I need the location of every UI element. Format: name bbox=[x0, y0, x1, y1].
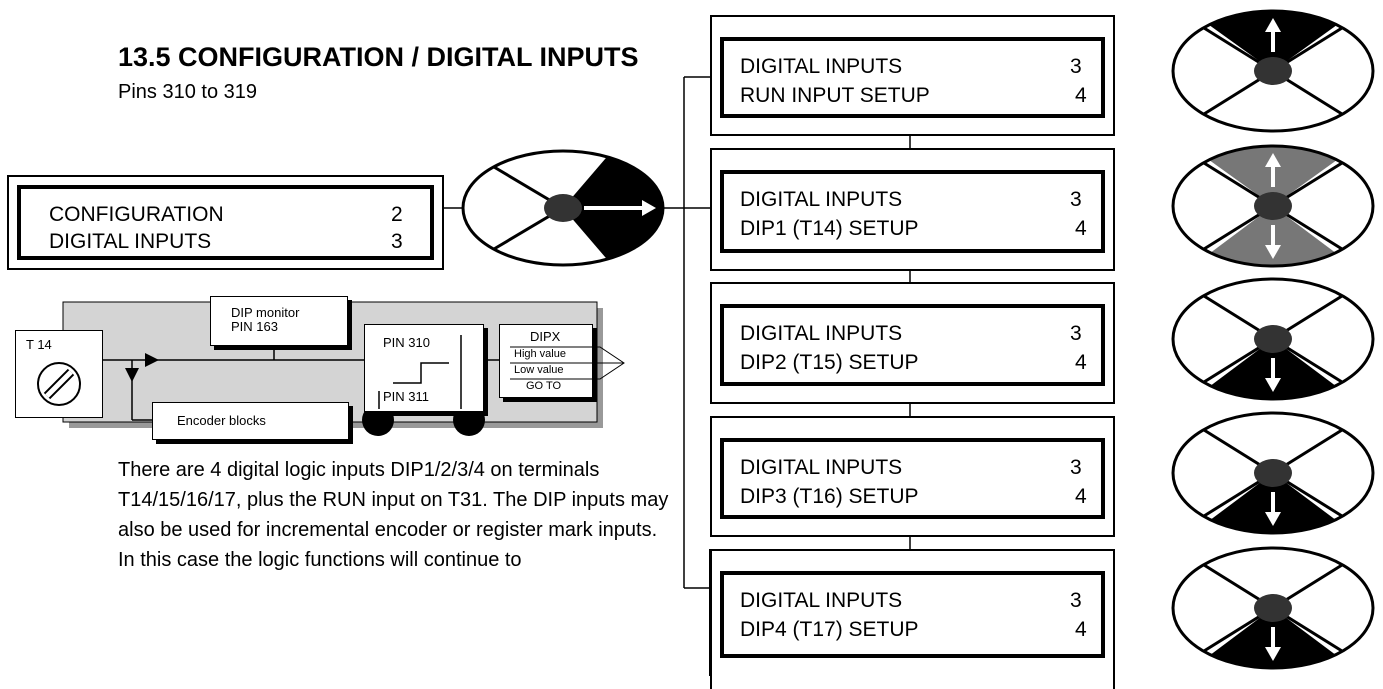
menu-box-dip3-setup: DIGITAL INPUTS 3 DIP3 (T16) SETUP 4 bbox=[710, 416, 1115, 537]
pin-310-label: PIN 310 bbox=[383, 335, 430, 350]
terminal-label: T 14 bbox=[26, 337, 52, 352]
dip-monitor-pin: PIN 163 bbox=[231, 319, 278, 334]
encoder-blocks-label: Encoder blocks bbox=[177, 413, 266, 428]
lcd-display: CONFIGURATION 2 DIGITAL INPUTS 3 bbox=[17, 185, 434, 260]
down-arrow-keypad-icon bbox=[1171, 411, 1375, 535]
menu-line-1: DIGITAL INPUTS bbox=[740, 589, 903, 612]
up-arrow-keypad-icon bbox=[1171, 9, 1375, 133]
menu-level-2: 4 bbox=[1075, 84, 1087, 107]
menu-line-2: RUN INPUT SETUP bbox=[740, 84, 930, 107]
hysteresis-step-icon bbox=[378, 335, 462, 409]
menu-line-2: DIGITAL INPUTS bbox=[49, 230, 212, 253]
down-arrow-keypad-icon bbox=[1171, 546, 1375, 670]
menu-line-1: DIGITAL INPUTS bbox=[740, 456, 903, 479]
menu-line-2: DIP1 (T14) SETUP bbox=[740, 217, 919, 240]
lcd-display: DIGITAL INPUTS 3 DIP2 (T15) SETUP 4 bbox=[720, 304, 1105, 386]
lcd-display: DIGITAL INPUTS 3 DIP4 (T17) SETUP 4 bbox=[720, 571, 1105, 658]
menu-level-2: 4 bbox=[1075, 618, 1087, 641]
menu-level-2: 3 bbox=[391, 230, 403, 253]
right-arrow-keypad-icon bbox=[461, 149, 665, 267]
menu-level-1: 3 bbox=[1070, 322, 1082, 345]
menu-line-2: DIP4 (T17) SETUP bbox=[740, 618, 919, 641]
menu-line-2: DIP2 (T15) SETUP bbox=[740, 351, 919, 374]
dipx-output-box: DIPX High value Low value GO TO bbox=[499, 324, 625, 398]
menu-line-1: DIGITAL INPUTS bbox=[740, 55, 903, 78]
page-subtitle: Pins 310 to 319 bbox=[118, 81, 257, 103]
digital-input-block-diagram: T 14 DIP monitor PIN 163 Encoder blocks … bbox=[7, 290, 627, 450]
body-paragraph: There are 4 digital logic inputs DIP1/2/… bbox=[118, 459, 669, 571]
low-value-label: Low value bbox=[514, 364, 564, 376]
goto-label: GO TO bbox=[526, 380, 562, 392]
terminal-box: T 14 bbox=[15, 330, 103, 418]
menu-level-1: 2 bbox=[391, 203, 403, 226]
screw-terminal-icon bbox=[37, 362, 81, 406]
dipx-title: DIPX bbox=[530, 329, 561, 344]
menu-line-2: DIP3 (T16) SETUP bbox=[740, 485, 919, 508]
down-arrow-keypad-icon bbox=[1171, 277, 1375, 401]
menu-level-1: 3 bbox=[1070, 456, 1082, 479]
dip-monitor-box: DIP monitor PIN 163 bbox=[210, 296, 348, 346]
lcd-display: DIGITAL INPUTS 3 RUN INPUT SETUP 4 bbox=[720, 37, 1105, 118]
threshold-box: PIN 310 PIN 311 bbox=[364, 324, 484, 412]
lcd-display: DIGITAL INPUTS 3 DIP1 (T14) SETUP 4 bbox=[720, 170, 1105, 253]
lcd-display: DIGITAL INPUTS 3 DIP3 (T16) SETUP 4 bbox=[720, 438, 1105, 519]
up-down-arrow-keypad-icon bbox=[1171, 144, 1375, 268]
pin-311-label: PIN 311 bbox=[383, 389, 430, 404]
high-value-label: High value bbox=[514, 348, 566, 360]
output-arrow-icon bbox=[510, 346, 625, 380]
menu-level-2: 4 bbox=[1075, 351, 1087, 374]
menu-level-1: 3 bbox=[1070, 589, 1082, 612]
menu-box-dip2-setup: DIGITAL INPUTS 3 DIP2 (T15) SETUP 4 bbox=[710, 282, 1115, 404]
configuration-menu-box: CONFIGURATION 2 DIGITAL INPUTS 3 bbox=[7, 175, 444, 270]
menu-box-dip4-setup: DIGITAL INPUTS 3 DIP4 (T17) SETUP 4 bbox=[710, 549, 1115, 689]
page-title: 13.5 CONFIGURATION / DIGITAL INPUTS bbox=[118, 42, 639, 72]
menu-level-1: 3 bbox=[1070, 55, 1082, 78]
dip-monitor-label: DIP monitor bbox=[231, 305, 300, 320]
menu-box-run-input-setup: DIGITAL INPUTS 3 RUN INPUT SETUP 4 bbox=[710, 15, 1115, 136]
menu-line-1: DIGITAL INPUTS bbox=[740, 322, 903, 345]
menu-line-1: CONFIGURATION bbox=[49, 203, 224, 226]
encoder-blocks-box: Encoder blocks bbox=[152, 402, 349, 440]
menu-level-2: 4 bbox=[1075, 217, 1087, 240]
menu-level-2: 4 bbox=[1075, 485, 1087, 508]
menu-box-dip1-setup: DIGITAL INPUTS 3 DIP1 (T14) SETUP 4 bbox=[710, 148, 1115, 271]
menu-line-1: DIGITAL INPUTS bbox=[740, 188, 903, 211]
menu-level-1: 3 bbox=[1070, 188, 1082, 211]
